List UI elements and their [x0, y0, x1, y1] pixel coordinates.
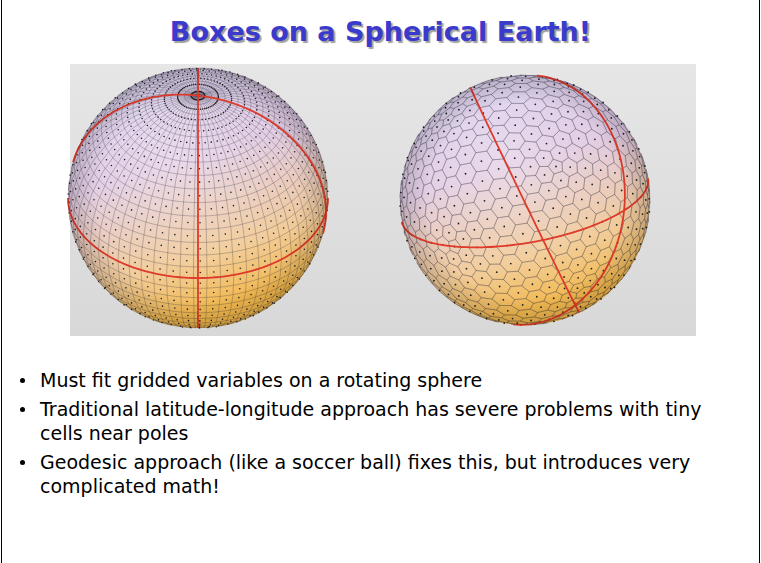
bullet-text: Traditional latitude-longitude approach … — [40, 398, 701, 444]
bullet-item: Geodesic approach (like a soccer ball) f… — [14, 450, 726, 498]
bullet-list: Must fit gridded variables on a rotating… — [14, 368, 726, 503]
slide-border — [759, 0, 760, 563]
title-area: Boxes on a Spherical Earth! — [0, 16, 761, 47]
sphere-shade — [400, 75, 650, 325]
slide-title: Boxes on a Spherical Earth! — [170, 16, 591, 47]
sphere-body — [400, 75, 650, 325]
cell-centers — [399, 75, 650, 326]
cell-centers — [67, 68, 328, 329]
bullet-text: Must fit gridded variables on a rotating… — [40, 369, 482, 391]
sphere-highlight — [400, 75, 650, 325]
latlon-sphere — [67, 68, 328, 329]
bullet-dot — [20, 460, 25, 465]
geodesic-sphere — [399, 75, 650, 326]
bullet-text: Geodesic approach (like a soccer ball) f… — [40, 451, 690, 497]
bullet-item: Must fit gridded variables on a rotating… — [14, 368, 726, 392]
slide-border — [1, 0, 2, 563]
hex-grid — [400, 75, 650, 325]
sphere-highlight — [68, 68, 328, 328]
latlon-grid — [68, 68, 328, 328]
sphere-body — [68, 68, 328, 328]
sphere-shade — [68, 68, 328, 328]
bullet-dot — [20, 407, 25, 412]
bullet-item: Traditional latitude-longitude approach … — [14, 397, 726, 445]
bullet-dot — [20, 378, 25, 383]
